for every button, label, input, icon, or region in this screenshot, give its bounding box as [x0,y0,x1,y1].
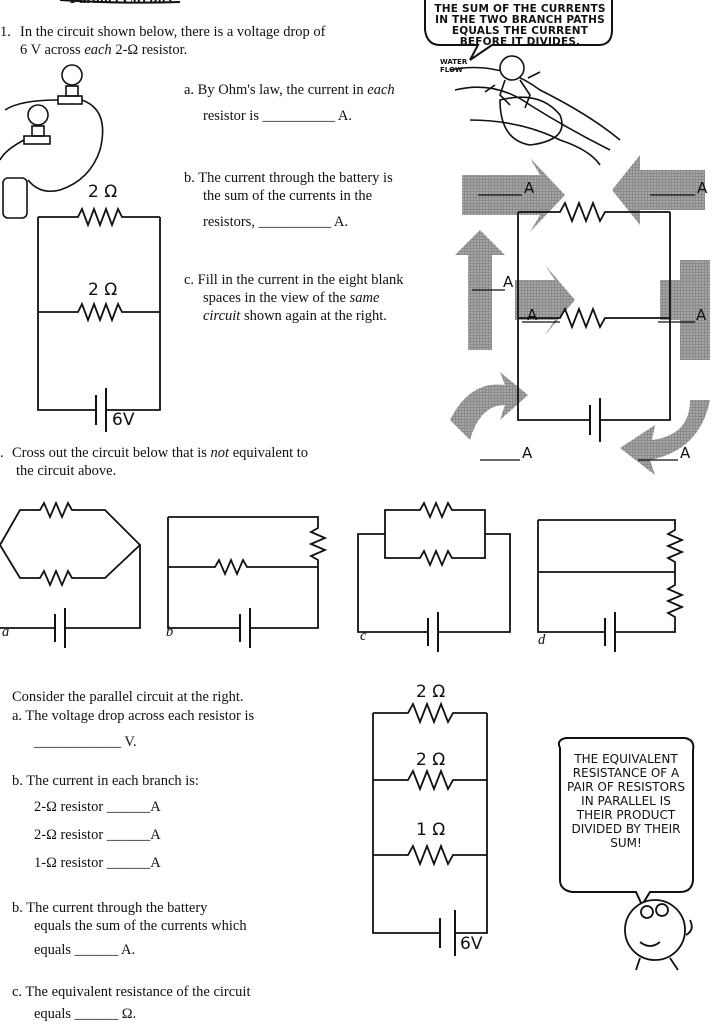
page-title: Parallel Circuits [70,0,172,8]
q3-r1-label: 2 Ω [416,682,446,702]
blank-a-1[interactable]: A [524,179,535,197]
q1-r1-label: 2 Ω [88,182,118,202]
q2-circuits [0,500,685,652]
q3b-r1[interactable]: 2-Ω resistor ______A [34,799,161,815]
q3-intro: Consider the parallel circuit at the rig… [12,689,244,705]
q1c-line2: spaces in the view of the same [203,290,380,306]
header-title-underline [59,0,181,4]
bulb-illustration [0,64,104,219]
q1-r2-label: 2 Ω [88,280,118,300]
q1-intro-line1: In the circuit shown below, there is a v… [20,24,326,40]
q3b2-line1: b. The current through the battery [12,900,208,916]
blank-a-6[interactable]: A [522,444,533,462]
q2-label-a[interactable]: a [2,624,10,640]
q2-label-b[interactable]: b [166,624,174,640]
q3b-r3[interactable]: 1-Ω resistor ______A [34,855,161,871]
cartoon-face [624,899,693,971]
blank-a-4[interactable]: A [527,306,538,324]
blank-a-5[interactable]: A [696,306,707,324]
blank-a-3[interactable]: A [503,273,514,291]
q3a-line2[interactable]: ____________ V. [34,734,137,750]
q2-label-d[interactable]: d [538,632,546,648]
arrow-bottom-right [620,400,710,475]
q1a-line2[interactable]: resistor is __________ A. [203,108,353,124]
arrow-right-down [680,260,710,360]
q3-r2-label: 2 Ω [416,750,446,770]
q2-number: . [0,445,4,461]
q3-battery-label: 6V [460,934,483,954]
q1-intro-line2: 6 V across each 2-Ω resistor. [20,42,188,58]
q3-circuit [372,701,488,956]
q1a-line1: a. By Ohm's law, the current in each [184,82,395,98]
q3b-line1: b. The current in each branch is: [12,773,199,789]
q1-circuit [37,206,161,432]
q1b-line2: the sum of the currents in the [203,188,373,204]
q3-speech-bubble [557,737,695,908]
arrow-top-right [612,155,705,225]
q1b-line1: b. The current through the battery is [184,170,393,186]
q3c-line2[interactable]: equals ______ Ω. [34,1006,137,1022]
arrow-bottom-left [450,372,528,440]
q1-battery-label: 6V [112,410,135,430]
arrow-mid-left [515,265,575,335]
q2-line2: the circuit above. [16,463,117,479]
top-speech-bubble [424,0,613,61]
q3b2-line3[interactable]: equals ______ A. [34,942,136,958]
q2-line1: Cross out the circuit below that is not … [12,445,308,461]
q2-label-c[interactable]: c [360,628,367,644]
q3b-r2[interactable]: 2-Ω resistor ______A [34,827,161,843]
q1-arrow-circuit [450,155,710,475]
q1c-line1: c. Fill in the current in the eight blan… [184,272,404,288]
q3c-line1: c. The equivalent resistance of the circ… [12,984,251,1000]
water-flow-label: WATER FLOW [440,58,468,74]
q1c-line3: circuit shown again at the right. [203,308,387,324]
q3b2-line2: equals the sum of the currents which [34,918,247,934]
blank-a-2[interactable]: A [697,179,708,197]
q3-bubble-text: THE EQUIVALENT RESISTANCE OF A PAIR OF R… [567,752,685,850]
q1-number: 1. [0,24,11,40]
water-flow-illustration [449,55,621,166]
q3a-line1: a. The voltage drop across each resistor… [12,708,255,724]
q1b-line3[interactable]: resistors, __________ A. [203,214,348,230]
q3-r3-label: 1 Ω [416,820,446,840]
blank-a-7[interactable]: A [680,444,691,462]
top-bubble-text: THE SUM OF THE CURRENTS IN THE TWO BRANC… [434,3,606,48]
